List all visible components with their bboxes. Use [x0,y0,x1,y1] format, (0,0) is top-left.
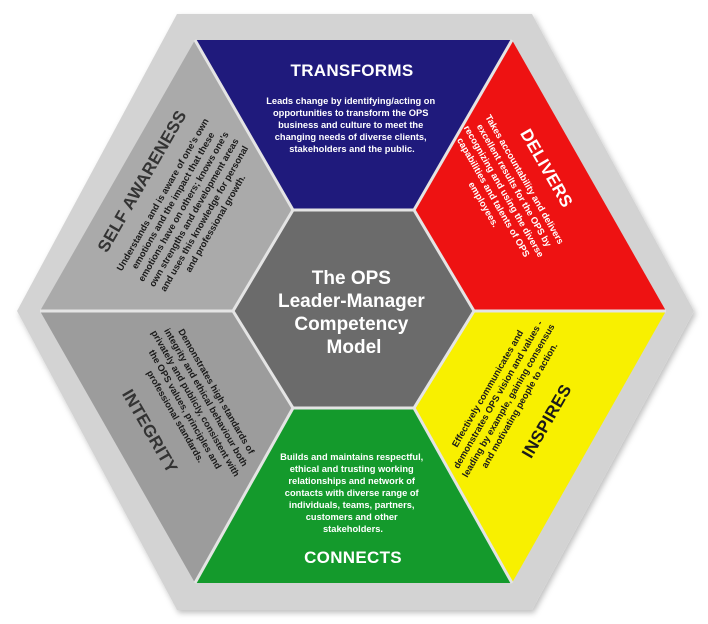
transforms-text-line: changing needs of diverse clients, [275,132,427,142]
transforms-content: TRANSFORMS Leads change by identifying/a… [266,61,438,154]
center-line: Competency [294,314,408,335]
connects-text-line: individuals, teams, partners, [289,500,415,510]
transforms-title: TRANSFORMS [291,61,414,80]
transforms-text-line: stakeholders and the public. [289,144,415,154]
svg-text:Builds and maintains respectfu: Builds and maintains respectful, ethical… [280,452,426,534]
segment-separators [40,39,666,584]
inspires-segment [414,311,666,583]
integrity-segment [40,311,293,583]
center-hexagon [231,208,476,410]
transforms-text-line: opportunities to transform the OPS [273,108,428,118]
connects-text-line: relationships and network of [288,476,415,486]
connects-title: CONNECTS [304,548,402,567]
connects-text-line: contacts with diverse range of [285,488,420,498]
svg-text:Leads change by identifying/ac: Leads change by identifying/acting on op… [266,96,438,154]
transforms-text-line: Leads change by identifying/acting on [266,96,435,106]
connects-text-line: stakeholders. [323,524,383,534]
self-awareness-segment [40,40,293,311]
center-line: Model [327,337,382,358]
connects-text-line: customers and other [306,512,398,522]
connects-text-line: Builds and maintains respectful, [280,452,423,462]
center-line: The OPS [312,268,391,289]
delivers-segment [414,40,666,311]
connects-content: Builds and maintains respectful, ethical… [280,452,426,567]
connects-text-line: ethical and trusting working [290,464,414,474]
connects-segment [195,408,512,583]
transforms-segment [195,40,512,210]
center-title: The OPS Leader-Manager Competency Model [278,268,430,358]
center-line: Leader-Manager [278,291,425,312]
transforms-text-line: business and culture to meet the [278,120,423,130]
